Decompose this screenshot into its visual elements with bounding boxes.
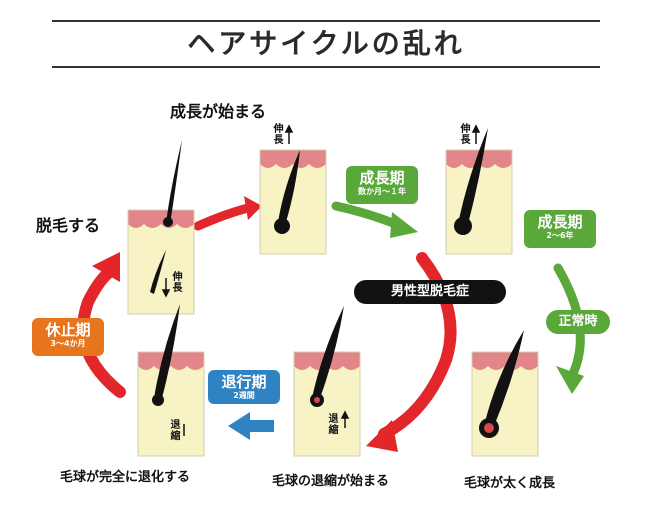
arrow-c-to-f-head: [556, 366, 584, 394]
hair-strand-c: [458, 128, 488, 224]
hair-strand-e: [312, 306, 344, 398]
hair-new-a: [150, 250, 166, 294]
bulb-d: [152, 394, 164, 406]
label-shedding: 脱毛する: [36, 216, 101, 235]
title-top-rule: [52, 20, 600, 22]
label-bulb-shrink-start: 毛球の退縮が始まる: [272, 474, 390, 489]
label-bulb-thicken: 毛球が太く成長: [464, 476, 556, 491]
arrow-shrink-e: [340, 410, 350, 428]
phase-anagen-early: 成長期 数か月～１年: [346, 166, 418, 204]
marker-shrink-e: 退縮: [328, 414, 339, 436]
arrow-grow-a: [161, 278, 171, 298]
arrow-shed-to-grow: [193, 203, 253, 231]
hair-strand-f: [484, 330, 524, 426]
pill-normal: 正常時: [546, 310, 610, 334]
hair-strand-d: [154, 304, 180, 398]
arrow-b-to-c-head: [390, 212, 418, 238]
bulb-b: [274, 218, 290, 234]
pill-aga: 男性型脱毛症: [354, 280, 506, 304]
label-growth-start: 成長が始まる: [170, 102, 267, 121]
arrow-aga-head: [366, 420, 398, 452]
hair-strand-b: [278, 150, 300, 222]
phase-telogen: 休止期 3～4か月: [32, 318, 104, 356]
hair-strand-a: [166, 140, 182, 224]
phase-catagen: 退行期 2週間: [208, 370, 280, 404]
phase-anagen-late: 成長期 2～6年: [524, 210, 596, 248]
marker-shrink-d: 退縮: [170, 420, 181, 442]
arrow-d-to-a: [77, 264, 126, 398]
marker-grow-a: 伸長: [172, 272, 183, 294]
marker-grow-b: 伸長: [273, 124, 284, 146]
arrow-grow-b: [284, 124, 294, 144]
marker-grow-c: 伸長: [460, 124, 471, 146]
follicle-box-regressed: [138, 352, 204, 456]
arrow-e-to-d-body: [248, 420, 274, 432]
follicle-box-growth-start: [260, 150, 326, 254]
arrow-d-to-a-head: [92, 252, 120, 282]
arrow-b-to-c: [331, 201, 405, 231]
title-bottom-rule: [52, 66, 600, 68]
arrow-grow-c: [471, 124, 481, 144]
arrow-shed-to-grow-head: [244, 196, 262, 220]
page-title: ヘアサイクルの乱れ: [187, 27, 465, 60]
label-bulb-regress: 毛球が完全に退化する: [60, 470, 191, 485]
bulb-c: [454, 217, 472, 235]
arrow-e-to-d-head: [228, 412, 250, 440]
